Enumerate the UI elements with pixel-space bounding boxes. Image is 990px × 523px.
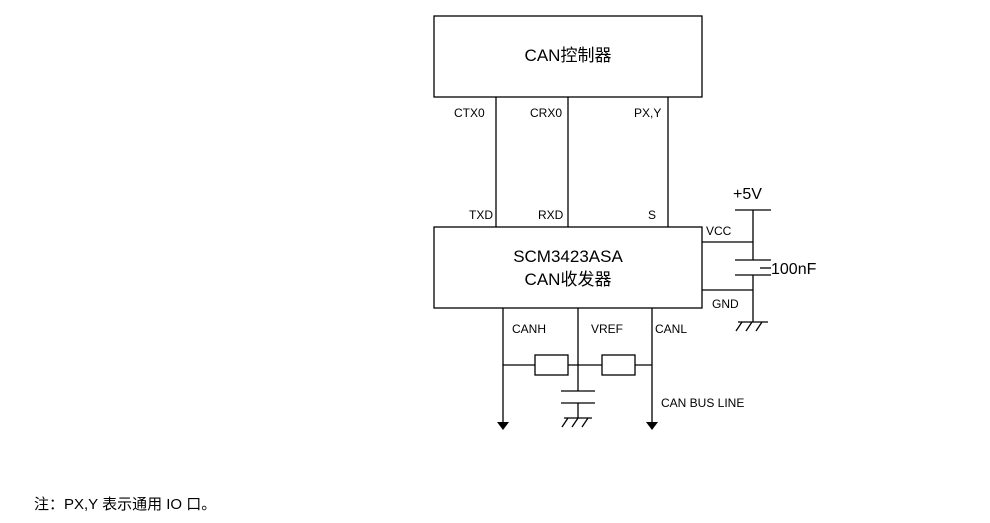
txd-pin-label: TXD xyxy=(469,208,493,222)
can-controller-block xyxy=(433,15,703,98)
canl-pin-label: CANL xyxy=(655,322,687,336)
vref-pin-label: VREF xyxy=(591,322,623,336)
footnote: 注：PX,Y 表示通用 IO 口。 xyxy=(34,496,217,513)
rxd-pin-label: RXD xyxy=(538,208,564,222)
canh-arrow xyxy=(497,422,509,430)
s-pin-label: S xyxy=(648,208,656,222)
supply-label: +5V xyxy=(733,186,762,203)
ground-symbol-bus xyxy=(561,417,592,428)
capacitor-label: 100nF xyxy=(771,261,817,278)
crx0-pin-label: CRX0 xyxy=(530,106,562,120)
can-transceiver-block xyxy=(433,226,703,309)
transceiver-part-number: SCM3423ASA xyxy=(513,247,623,266)
can-controller-label: CAN控制器 xyxy=(525,46,612,65)
vcc-pin-label: VCC xyxy=(706,224,732,238)
pxy-pin-label: PX,Y xyxy=(634,106,661,120)
transceiver-label: CAN收发器 xyxy=(525,270,612,289)
ctx0-pin-label: CTX0 xyxy=(454,106,485,120)
termination-resistor-right xyxy=(601,354,636,376)
canh-pin-label: CANH xyxy=(512,322,546,336)
gnd-pin-label: GND xyxy=(712,297,739,311)
canl-arrow xyxy=(646,422,658,430)
can-bus-line-label: CAN BUS LINE xyxy=(661,396,744,410)
ground-symbol-supply xyxy=(735,321,768,332)
termination-resistor-left xyxy=(534,354,569,376)
